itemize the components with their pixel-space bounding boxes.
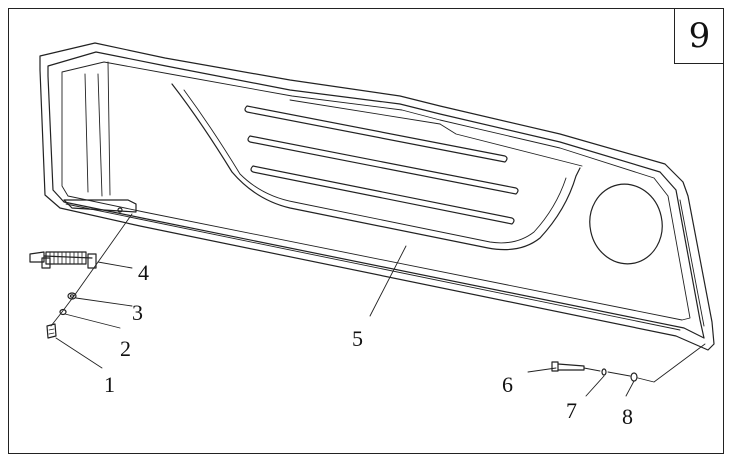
part-1-bolt — [46, 323, 57, 339]
leader-lines — [50, 213, 706, 397]
part-8-clip — [630, 372, 638, 382]
callout-7: 7 — [566, 398, 577, 423]
callout-4: 4 — [138, 260, 149, 285]
callout-1: 1 — [104, 372, 115, 397]
callout-2: 2 — [120, 336, 131, 361]
callout-3: 3 — [132, 300, 143, 325]
hinge-bracket — [63, 199, 137, 213]
part-4-hinge-pin — [29, 251, 97, 269]
part-2-spacer — [59, 308, 67, 316]
callout-6: 6 — [502, 372, 513, 397]
part-7-clip — [601, 368, 607, 376]
page-number-box: 9 — [674, 8, 724, 64]
callout-5: 5 — [352, 326, 363, 351]
page-number: 9 — [688, 15, 711, 56]
callout-8: 8 — [622, 404, 633, 429]
drawing-frame — [8, 8, 724, 454]
part-6-pin — [551, 361, 585, 372]
tailgate-panel — [39, 42, 715, 351]
